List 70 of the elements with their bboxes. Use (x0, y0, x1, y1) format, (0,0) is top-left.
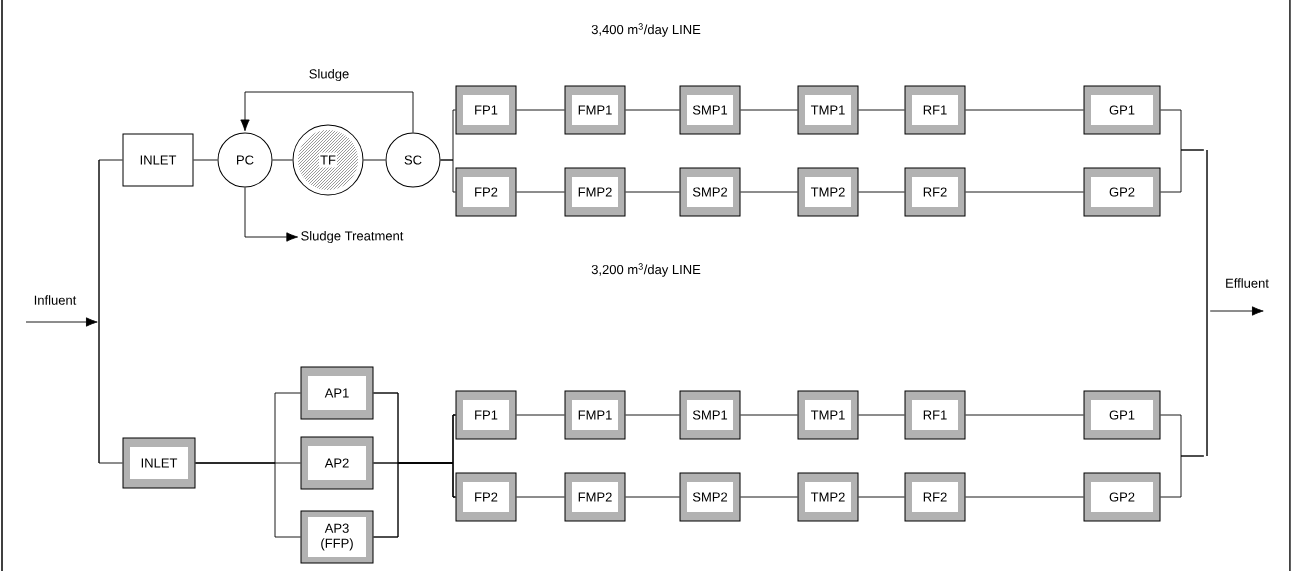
process-box: FMP1 (564, 85, 626, 135)
connector-line (516, 414, 565, 416)
arrow (240, 91, 414, 133)
connector-line (625, 414, 680, 416)
process-box: TMP2 (797, 472, 859, 522)
process-box: AP1 (300, 366, 374, 420)
connector-line (272, 159, 293, 161)
connector-line (740, 496, 798, 498)
connector-line (858, 109, 905, 111)
process-box: GP2 (1083, 167, 1161, 217)
connector-line (1160, 149, 1205, 193)
connector-line (965, 109, 1084, 111)
process-box: AP2 (300, 436, 374, 490)
connector-line (625, 109, 680, 111)
process-box: SMP1 (679, 85, 741, 135)
connector-line (516, 109, 565, 111)
process-box: FMP2 (564, 472, 626, 522)
process-box: RF1 (904, 85, 966, 135)
connector-line (195, 462, 301, 538)
connector-line (858, 496, 905, 498)
line-title: 3,400 m$^{3}$/day LINE (591, 23, 701, 37)
process-box: AP3 (FFP) (300, 510, 374, 564)
process-label: Influent (34, 295, 77, 305)
connector-line (625, 496, 680, 498)
process-box: SMP2 (679, 167, 741, 217)
connector-line (740, 109, 798, 111)
process-label: Effluent (1226, 278, 1269, 288)
process-box: FMP1 (564, 390, 626, 440)
connector-line (516, 496, 565, 498)
process-box: FMP2 (564, 167, 626, 217)
connector-line (440, 159, 456, 193)
process-box: TMP1 (797, 85, 859, 135)
connector-line (98, 462, 123, 464)
arrow (244, 187, 298, 242)
process-box: RF2 (904, 472, 966, 522)
process-box: FP2 (455, 472, 517, 522)
process-box: FP1 (455, 85, 517, 135)
process-box: SMP1 (679, 390, 741, 440)
connector-line (516, 191, 565, 193)
process-box: INLET (122, 133, 194, 187)
connector-line (965, 414, 1084, 416)
process-box: FP1 (455, 390, 517, 440)
process-box: TMP2 (797, 167, 859, 217)
junction-line (1206, 150, 1208, 456)
arrow (1209, 306, 1264, 316)
connector-line (740, 414, 798, 416)
connector-line (858, 414, 905, 416)
process-box: TMP1 (797, 390, 859, 440)
process-label: Sludge Treatment (301, 230, 404, 244)
connector-line (363, 159, 386, 161)
connector-line (1160, 455, 1205, 498)
connector-line (98, 159, 123, 161)
connector-line (858, 191, 905, 193)
connector-line (625, 191, 680, 193)
process-box: GP2 (1083, 472, 1161, 522)
line-title: 3,200 m$^{3}$/day LINE (591, 263, 701, 277)
arrow (25, 317, 98, 327)
connector-line (965, 496, 1084, 498)
process-box: FP2 (455, 167, 517, 217)
process-box: GP1 (1083, 85, 1161, 135)
connector-line (740, 191, 798, 193)
process-box: RF1 (904, 390, 966, 440)
process-box: INLET (122, 437, 196, 489)
connector-line (193, 159, 218, 161)
edge-label: Sludge (307, 67, 351, 83)
connector-line (373, 462, 456, 538)
process-box: GP1 (1083, 390, 1161, 440)
connector-line (965, 191, 1084, 193)
process-box: SMP2 (679, 472, 741, 522)
process-box: RF2 (904, 167, 966, 217)
